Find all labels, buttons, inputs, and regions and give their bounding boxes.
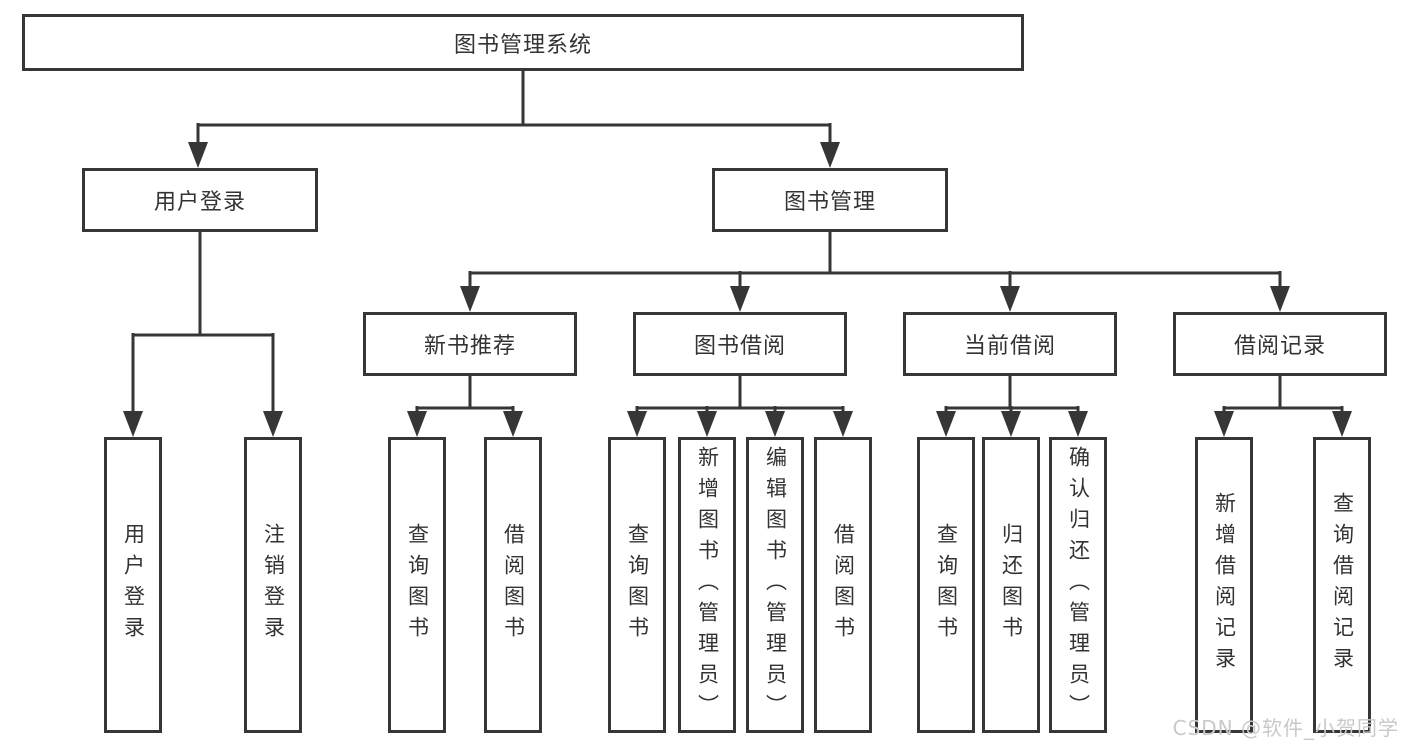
leaf-user-login: 用户登录 — [104, 437, 162, 733]
node-new-book-recommend-label: 新书推荐 — [423, 334, 516, 359]
node-book-borrow: 图书借阅 — [633, 312, 847, 376]
leaf-borrow-books-recommend: 借阅图书 — [484, 437, 542, 733]
node-current-borrow: 当前借阅 — [903, 312, 1117, 376]
node-user-login-label: 用户登录 — [153, 190, 246, 215]
leaf-edit-books-admin: 编辑图书（管理员） — [746, 437, 804, 733]
node-root: 图书管理系统 — [22, 14, 1024, 71]
leaf-return-books: 归还图书 — [982, 437, 1040, 733]
node-borrow-records: 借阅记录 — [1173, 312, 1387, 376]
node-root-label: 图书管理系统 — [453, 32, 592, 58]
node-borrow-records-label: 借阅记录 — [1233, 334, 1326, 359]
leaf-confirm-return-admin: 确认归还（管理员） — [1049, 437, 1107, 733]
leaf-logout: 注销登录 — [244, 437, 302, 733]
leaf-query-borrow-record: 查询借阅记录 — [1313, 437, 1371, 733]
node-new-book-recommend: 新书推荐 — [363, 312, 577, 376]
node-current-borrow-label: 当前借阅 — [963, 334, 1056, 359]
watermark: CSDN @软件_小贺同学 — [1172, 716, 1399, 740]
node-book-borrow-label: 图书借阅 — [693, 334, 786, 359]
leaf-query-books-borrow: 查询图书 — [608, 437, 666, 733]
leaf-add-books-admin: 新增图书（管理员） — [678, 437, 736, 733]
leaf-query-books-current: 查询图书 — [917, 437, 975, 733]
leaf-add-borrow-record: 新增借阅记录 — [1195, 437, 1253, 733]
node-book-management-label: 图书管理 — [783, 190, 876, 215]
leaf-borrow-books: 借阅图书 — [814, 437, 872, 733]
node-book-management: 图书管理 — [712, 168, 948, 232]
arrowhead-group — [123, 142, 1352, 437]
leaf-query-books-recommend: 查询图书 — [388, 437, 446, 733]
node-user-login: 用户登录 — [82, 168, 318, 232]
